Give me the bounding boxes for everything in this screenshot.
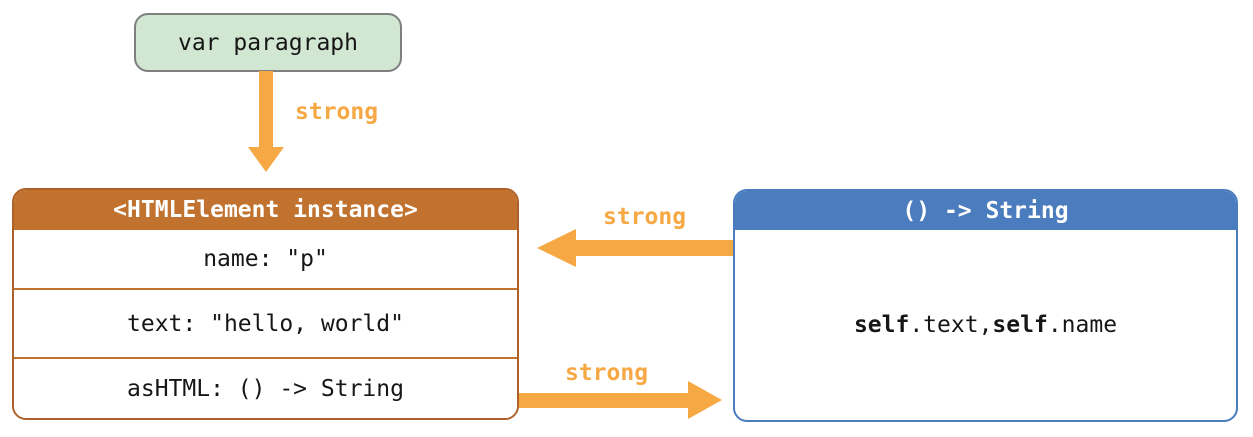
closure-node-title: () -> String (735, 191, 1236, 230)
closure-capture-self-2: self (992, 312, 1048, 338)
instance-node-title: <HTMLElement instance> (14, 190, 517, 230)
closure-capture-list: self.text, self.name (735, 230, 1236, 420)
variable-node: var paragraph (134, 13, 402, 72)
strong-label-closure-to-instance: strong (603, 204, 687, 230)
strong-label-instance-to-closure: strong (565, 360, 649, 386)
instance-property-text: text: "hello, world" (14, 287, 517, 358)
instance-property-name: name: "p" (14, 230, 517, 288)
arrow-var-to-instance-shaft (259, 71, 273, 148)
instance-node: <HTMLElement instance> name: "p" text: "… (12, 188, 519, 420)
closure-node: () -> String self.text, self.name (733, 189, 1238, 422)
arrow-var-to-instance-head-icon (248, 147, 284, 172)
closure-capture-text: .text, (909, 312, 993, 338)
arrow-instance-to-closure-shaft (519, 393, 689, 408)
strong-label-var-to-instance: strong (295, 99, 379, 125)
arrow-closure-to-instance-shaft (574, 240, 733, 256)
closure-capture-name: .name (1047, 312, 1118, 338)
variable-node-label: var paragraph (177, 29, 358, 56)
arrow-instance-to-closure-head-icon (688, 381, 722, 419)
instance-property-ashtml: asHTML: () -> String (14, 357, 517, 418)
closure-capture-self-1: self (853, 312, 910, 338)
arrow-closure-to-instance-head-icon (537, 229, 576, 267)
